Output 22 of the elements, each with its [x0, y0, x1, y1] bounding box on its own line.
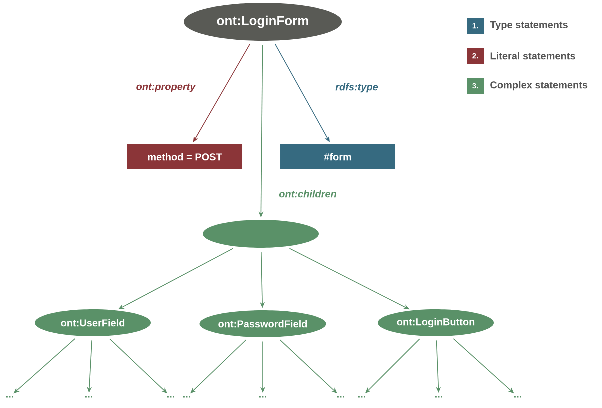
value-box: #form [280, 144, 396, 170]
ellipsis-text: ... [168, 396, 174, 398]
edge-label: ont:property [135, 82, 197, 94]
legend-text: Complex statements [490, 81, 588, 91]
ellipse-node: ont:LoginForm [184, 3, 342, 41]
legend-text: Type statements [490, 22, 568, 30]
ellipsis-text: ... [514, 396, 522, 398]
ellipsis-text: ... [6, 396, 14, 398]
value-box: method = POST [128, 144, 242, 170]
ellipsis-text: ... [260, 396, 266, 398]
ellipsis-text: ... [338, 396, 344, 398]
ellipsis-text: ... [86, 396, 92, 398]
ellipsis-text: ... [358, 396, 366, 398]
ellipse-node [203, 220, 319, 248]
ellipse-node: ont:PasswordField [200, 310, 326, 338]
legend-text: Literal statements [490, 52, 576, 60]
ellipse-node: ont:UserField [35, 310, 151, 336]
edge-label: ont:children [278, 189, 338, 199]
ellipsis-text: ... [184, 396, 190, 398]
edge-label: rdfs:type [334, 82, 380, 94]
ellipse-node: ont:LoginButton [378, 310, 494, 336]
ellipsis-text: ... [436, 396, 442, 398]
